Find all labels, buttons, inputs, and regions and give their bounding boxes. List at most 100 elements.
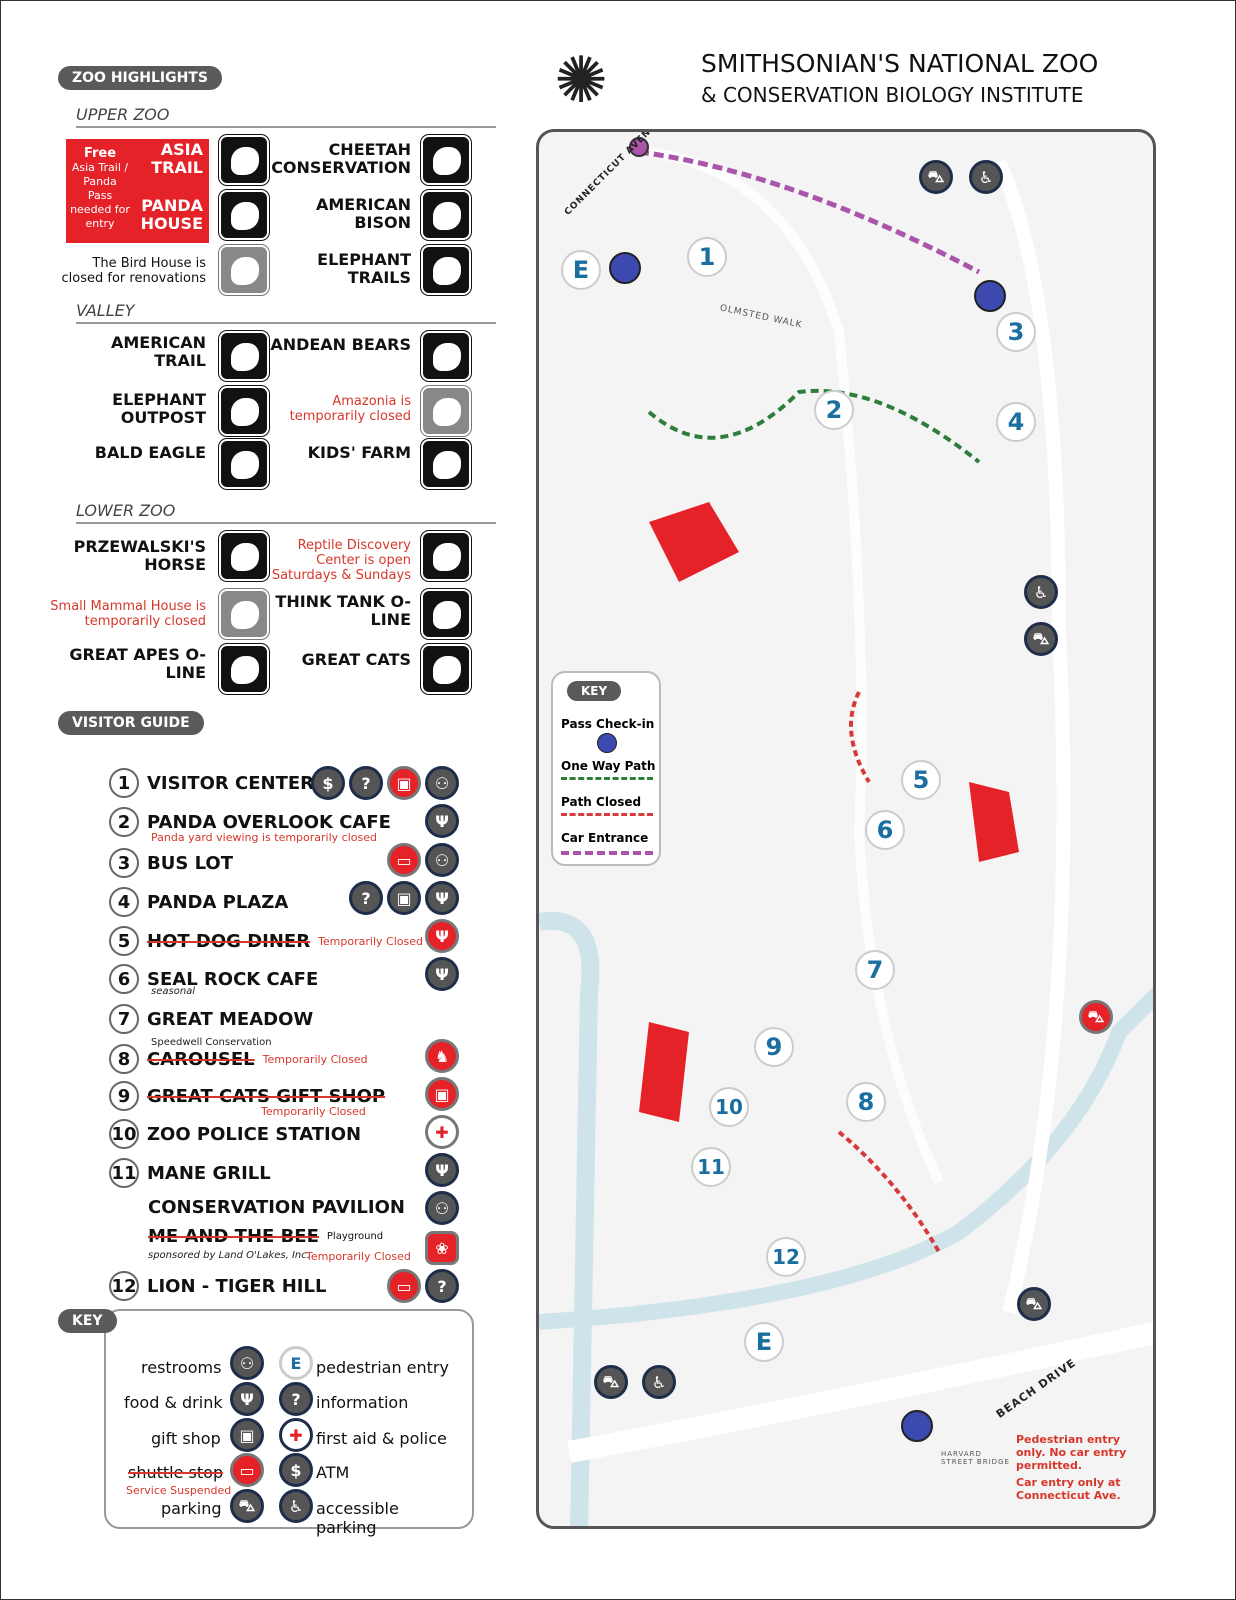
free-text: Asia Trail / Panda Pass needed for entry (70, 161, 130, 230)
car-icon: ⛍ (1079, 1000, 1113, 1034)
asia-trail-label: ASIA TRAIL (151, 140, 203, 177)
key-label: accessible parking (316, 1499, 399, 1537)
elephant-icon (421, 245, 471, 295)
zoo-highlights-heading: ZOO HIGHLIGHTS (58, 66, 222, 90)
entry-marker-top[interactable]: E (561, 250, 601, 290)
key-label: pedestrian entry (316, 1358, 449, 1377)
map-marker-11[interactable]: 11 (691, 1147, 731, 1187)
guide-item-6[interactable]: 6 SEAL ROCK CAFE (109, 964, 318, 994)
pass-checkin-marker[interactable] (609, 252, 641, 284)
restroom-icon: ⚇ (425, 766, 459, 800)
tiger-icon (219, 135, 269, 185)
playground-icon: ❀ (425, 1231, 459, 1265)
map-title: SMITHSONIAN'S NATIONAL ZOO (701, 49, 1099, 78)
sponsor-note: sponsored by Land O'Lakes, Inc. (148, 1250, 310, 1261)
beaver-icon (219, 331, 269, 381)
pedestrian-only-text: Pedestrian entry only. No car entry perm… (1016, 1433, 1127, 1472)
key-heading: KEY (58, 1309, 117, 1333)
map-marker-10[interactable]: 10 (709, 1087, 749, 1127)
upper-zoo-label: UPPER ZOO (76, 105, 496, 128)
map-marker-2[interactable]: 2 (814, 390, 854, 430)
great-apes-label: GREAT APES O-LINE (69, 645, 206, 682)
guide-num: 10 (109, 1119, 139, 1149)
sun-logo-icon: ✺ (554, 44, 608, 118)
guide-name: BUS LOT (147, 852, 233, 874)
bee-closed: Temporarily Closed (306, 1250, 411, 1263)
food-icon: Ψ (425, 919, 459, 953)
map-key: KEY Pass Check-in One Way Path Path Clos… (551, 671, 661, 866)
food-icon: Ψ (425, 1153, 459, 1187)
map-marker-7[interactable]: 7 (855, 950, 895, 990)
guide-name: LION - TIGER HILL (147, 1275, 327, 1297)
wheelchair-icon: ♿ (279, 1489, 313, 1523)
guide-num: 2 (109, 807, 139, 837)
map-marker-9[interactable]: 9 (754, 1027, 794, 1067)
key-accessible: accessible parking (316, 1499, 456, 1537)
small-mammal-icon (219, 589, 269, 639)
key-label: shuttle stop (128, 1463, 224, 1482)
info-icon: ? (279, 1382, 313, 1416)
guide-num: 5 (109, 926, 139, 956)
bison-icon (421, 190, 471, 240)
guide-num: 11 (109, 1158, 139, 1188)
map-marker-3[interactable]: 3 (996, 312, 1036, 352)
guide-name: SEAL ROCK CAFE (147, 968, 319, 990)
map-marker-5[interactable]: 5 (901, 760, 941, 800)
wheelchair-icon: ♿ (969, 160, 1003, 194)
flamingo-icon (219, 245, 269, 295)
first-aid-icon: ✚ (425, 1115, 459, 1149)
fish-icon (421, 386, 471, 436)
key-restrooms: restrooms (141, 1358, 221, 1377)
wheelchair-icon: ♿ (1024, 575, 1058, 609)
map-marker-12[interactable]: 12 (766, 1237, 806, 1277)
entry-marker-bottom[interactable]: E (744, 1322, 784, 1362)
key-info: information (316, 1393, 408, 1412)
panda-house-label: PANDA HOUSE (140, 196, 203, 233)
guide-num: 1 (109, 768, 139, 798)
map-marker-1[interactable]: 1 (687, 237, 727, 277)
bird-house-note: The Bird House is closed for renovations (61, 256, 206, 286)
guide-name: PANDA OVERLOOK CAFE (147, 811, 391, 833)
goat-icon (421, 439, 471, 489)
andean-bears-label: ANDEAN BEARS (270, 335, 411, 354)
entry-icon: E (279, 1346, 313, 1380)
key-food: food & drink (124, 1393, 223, 1412)
pass-checkin-marker[interactable] (974, 280, 1006, 312)
atm-icon: $ (311, 766, 345, 800)
zoo-map[interactable]: 1 2 3 4 5 6 7 8 9 10 11 12 E E ⛍ ♿ ♿ ⛍ ⛍… (536, 129, 1156, 1529)
restroom-icon: ⚇ (425, 843, 459, 877)
guide-num: 7 (109, 1004, 139, 1034)
ape-icon (219, 644, 269, 694)
lion-icon (421, 644, 471, 694)
key-label: first aid & police (316, 1429, 447, 1448)
car-icon: ⛍ (594, 1365, 628, 1399)
key-entry: pedestrian entry (316, 1358, 449, 1377)
atm-icon: $ (279, 1453, 313, 1487)
food-icon: Ψ (425, 804, 459, 838)
guide-num: 6 (109, 964, 139, 994)
map-marker-4[interactable]: 4 (996, 402, 1036, 442)
gift-shop-closed: Temporarily Closed (261, 1105, 366, 1118)
shuttle-icon: ▭ (387, 1269, 421, 1303)
info-icon: ? (349, 766, 383, 800)
map-marker-8[interactable]: 8 (846, 1082, 886, 1122)
guide-name: CAROUSEL (147, 1048, 255, 1070)
guide-name: PANDA PLAZA (147, 891, 289, 913)
guide-num: 8 (109, 1044, 139, 1074)
map-marker-6[interactable]: 6 (865, 810, 905, 850)
pass-checkin-marker[interactable] (901, 1410, 933, 1442)
guide-item-pavilion[interactable]: CONSERVATION PAVILION (148, 1197, 405, 1218)
shuttle-icon: ▭ (387, 843, 421, 877)
guide-item-2[interactable]: 2 PANDA OVERLOOK CAFE (109, 807, 391, 837)
